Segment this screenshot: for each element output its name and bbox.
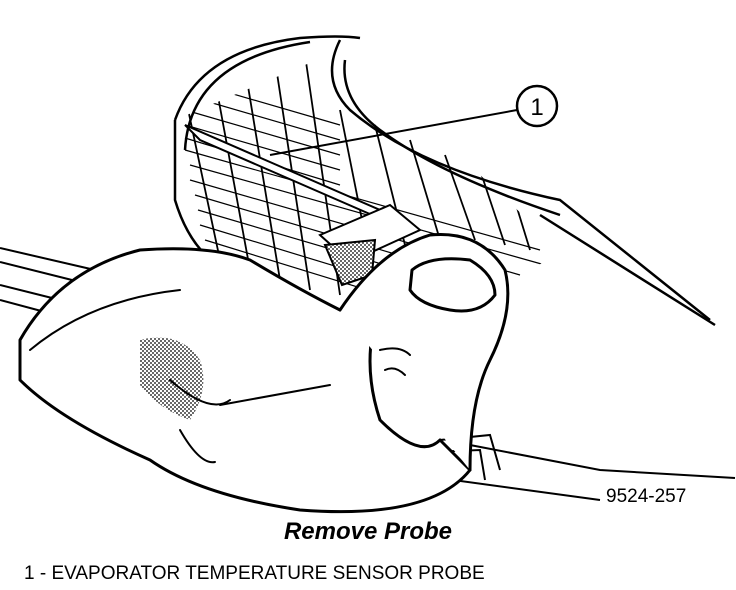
- callout-number: 1: [530, 94, 543, 121]
- sensor-probe: [184, 124, 422, 287]
- legend-item-1: 1 - EVAPORATOR TEMPERATURE SENSOR PROBE: [24, 563, 485, 584]
- evaporator-housing: [173, 35, 716, 327]
- callout-circle: [515, 84, 559, 128]
- figure-caption: Remove Probe: [283, 518, 453, 545]
- callout-leader-line: [269, 109, 518, 156]
- hand: [18, 232, 510, 514]
- figure-reference-code: 9524-257: [606, 486, 687, 507]
